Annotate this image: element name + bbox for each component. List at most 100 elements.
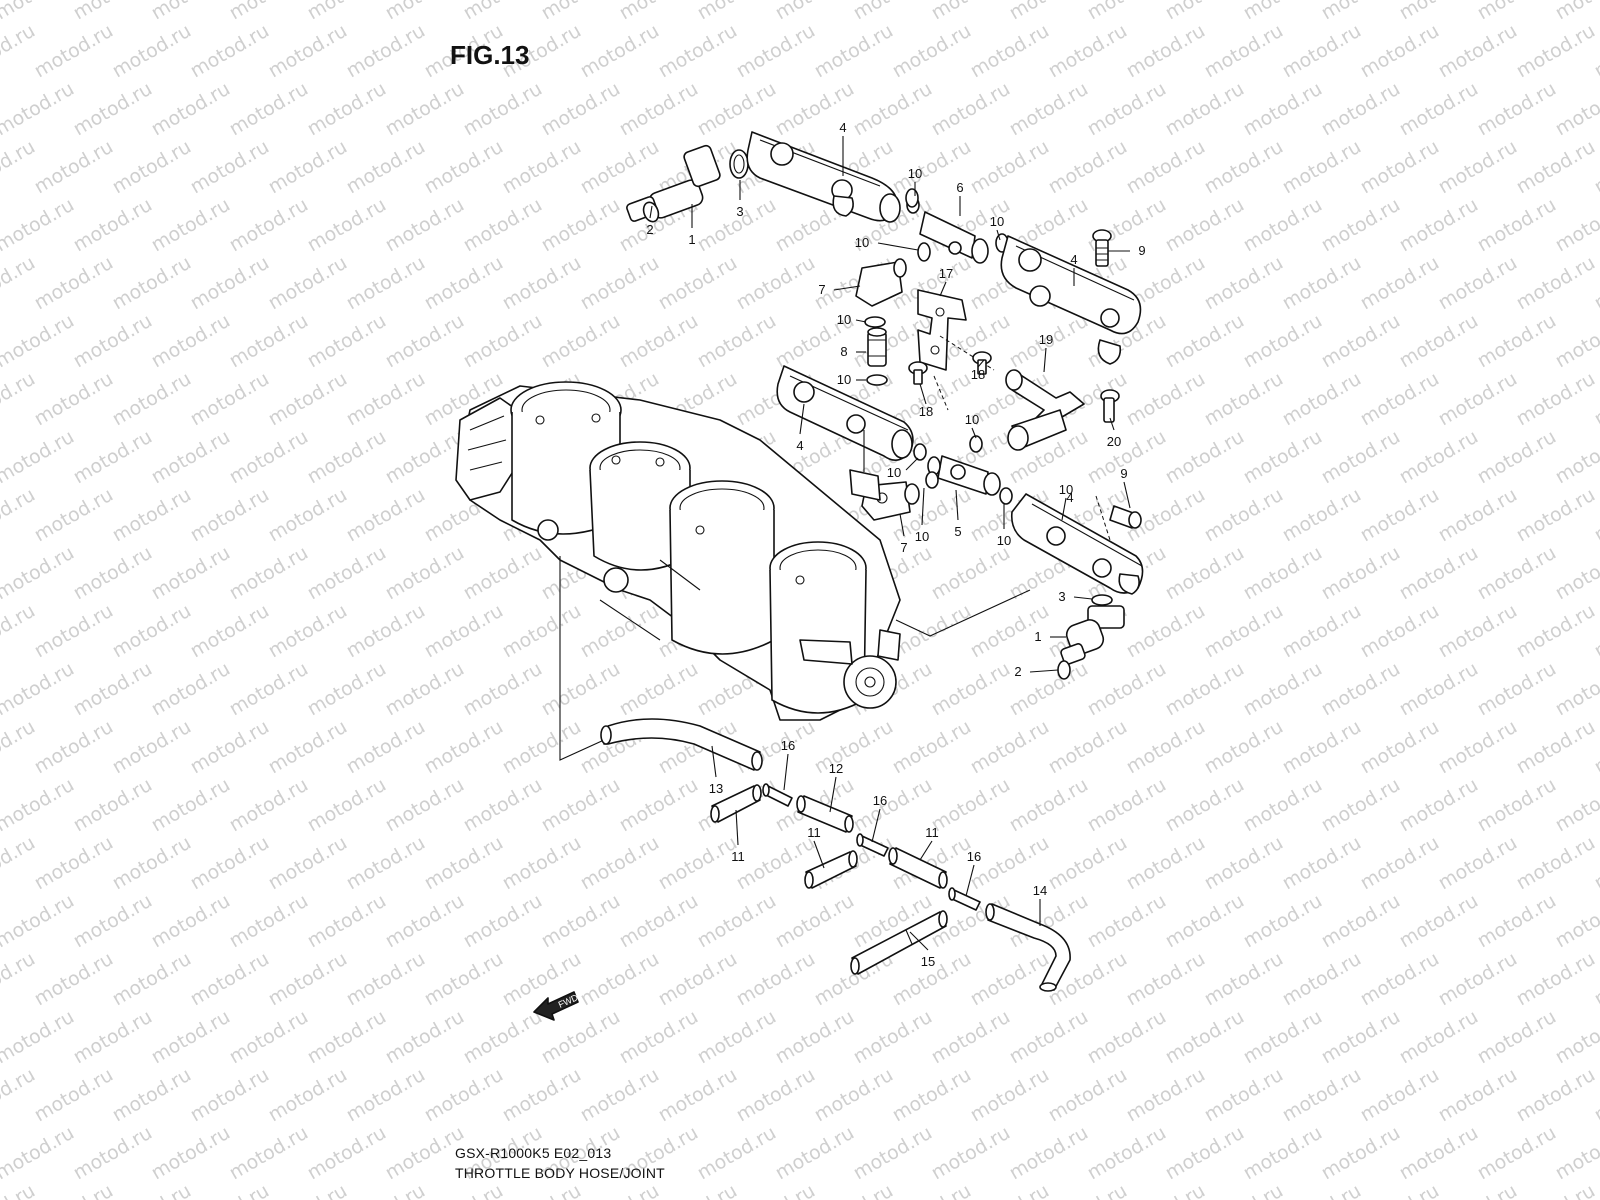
hose-joint-16c[interactable] [948, 887, 981, 911]
watermark-text: motod.ru [1240, 890, 1326, 953]
watermark-text: motod.ru [694, 890, 780, 953]
screw-18-right[interactable] [972, 351, 992, 375]
watermark-text: motod.ru [1552, 774, 1600, 837]
watermark-text: motod.ru [265, 600, 351, 663]
o-ring-10g[interactable] [969, 435, 983, 453]
screw-18-left[interactable] [908, 361, 928, 385]
o-ring-10e[interactable] [866, 374, 888, 386]
watermark-text: motod.ru [538, 78, 624, 141]
watermark-text: motod.ru [0, 0, 78, 24]
hose-13[interactable] [600, 718, 763, 771]
bolt-9-lower[interactable] [1109, 505, 1142, 529]
hose-12[interactable] [796, 795, 854, 833]
pipe-8[interactable] [867, 327, 887, 367]
fuel-joint-6[interactable] [906, 196, 989, 264]
watermark-text: motod.ru [1396, 890, 1482, 953]
watermark-text: motod.ru [850, 774, 936, 837]
o-ring-10i[interactable] [999, 487, 1013, 505]
watermark-text: motod.ru [1045, 1064, 1131, 1127]
o-ring-10f[interactable] [913, 443, 927, 461]
callout-10: 10 [1059, 482, 1073, 521]
watermark-text: motod.ru [1552, 890, 1600, 953]
watermark-text: motod.ru [1357, 600, 1443, 663]
callout-number: 2 [646, 222, 653, 237]
bolt-9-upper[interactable] [1092, 229, 1112, 267]
watermark-text: motod.ru [694, 78, 780, 141]
watermark-text: motod.ru [1162, 78, 1248, 141]
watermark-text: motod.ru [70, 0, 156, 24]
watermark-text: motod.ru [694, 0, 780, 24]
watermark-text: motod.ru [1396, 1122, 1482, 1185]
watermark-text: motod.ru [1318, 1122, 1404, 1185]
watermark-text: motod.ru [1201, 136, 1287, 199]
hose-joint-16b[interactable] [856, 833, 889, 857]
fuel-rail-upper[interactable] [746, 131, 901, 223]
watermark-text: motod.ru [1240, 426, 1326, 489]
pipe-19[interactable] [1005, 369, 1085, 451]
watermark-text: motod.ru [616, 0, 702, 24]
watermark-text: motod.ru [265, 484, 351, 547]
watermark-text: motod.ru [1552, 78, 1600, 141]
callout-leader [1073, 596, 1093, 600]
watermark-text: motod.ru [1279, 832, 1365, 895]
watermark-text: motod.ru [31, 832, 117, 895]
hose-11-left[interactable] [710, 784, 762, 823]
hose-11-right[interactable] [888, 847, 948, 889]
watermark-text: motod.ru [1357, 716, 1443, 779]
watermark-text: motod.ru [499, 1064, 585, 1127]
o-ring-10h[interactable] [925, 471, 939, 489]
o-ring-10c[interactable] [917, 242, 931, 262]
callout-number: 11 [925, 825, 939, 840]
callout-number: 10 [887, 465, 901, 480]
bolt-20[interactable] [1100, 389, 1120, 423]
callout-leader [996, 229, 1001, 241]
injector-lower[interactable] [1060, 605, 1125, 665]
watermark-text: motod.ru [226, 310, 312, 373]
watermark-text: motod.ru [343, 1180, 429, 1200]
watermark-text: motod.ru [1123, 716, 1209, 779]
watermark-text: motod.ru [109, 368, 195, 431]
watermark-text: motod.ru [889, 1180, 975, 1200]
watermark-text: motod.ru [1123, 948, 1209, 1011]
watermark-text: motod.ru [1513, 948, 1599, 1011]
hose-11-middle[interactable] [804, 850, 858, 889]
watermark-text: motod.ru [811, 20, 897, 83]
callout-10: 10 [855, 235, 919, 251]
watermark-text: motod.ru [187, 716, 273, 779]
watermark-text: motod.ru [1513, 832, 1599, 895]
watermark-text: motod.ru [0, 1180, 39, 1200]
throttle-body-assembly[interactable] [455, 381, 901, 721]
watermark-text: motod.ru [1396, 658, 1482, 721]
fuel-joint-5[interactable] [927, 455, 1001, 496]
o-ring-lower-3[interactable] [1091, 594, 1113, 606]
callout-11: 11 [919, 825, 939, 861]
watermark-text: motod.ru [0, 832, 39, 895]
cap-7-upper[interactable] [855, 258, 907, 307]
watermark-text: motod.ru [148, 890, 234, 953]
callout-13: 13 [709, 745, 723, 796]
callout-leader [971, 427, 977, 439]
hose-14[interactable] [985, 903, 1071, 992]
watermark-text: motod.ru [1396, 542, 1482, 605]
callout-leader [939, 281, 947, 297]
o-ring-upper[interactable] [729, 149, 749, 179]
watermark-text: motod.ru [382, 0, 468, 24]
watermark-text: motod.ru [850, 78, 936, 141]
watermark-text: motod.ru [655, 252, 741, 315]
watermark-text: motod.ru [1513, 716, 1599, 779]
fuel-rail-left[interactable] [776, 365, 914, 461]
fuel-rail-lower[interactable] [1010, 493, 1144, 595]
watermark-text: motod.ru [343, 1064, 429, 1127]
o-ring-lower-2[interactable] [1057, 660, 1071, 680]
watermark-text: motod.ru [1513, 1180, 1599, 1200]
watermark-text: motod.ru [0, 78, 78, 141]
hose-15[interactable] [850, 910, 948, 975]
fuel-rail-right[interactable] [1000, 235, 1142, 365]
watermark-text: motod.ru [1318, 0, 1404, 24]
callout-6: 6 [956, 180, 964, 216]
callout-leader [905, 457, 919, 471]
watermark-text: motod.ru [928, 0, 1014, 24]
o-ring-10d[interactable] [864, 316, 886, 328]
o-ring-10a[interactable] [905, 188, 919, 208]
hose-joint-16a[interactable] [762, 783, 793, 807]
